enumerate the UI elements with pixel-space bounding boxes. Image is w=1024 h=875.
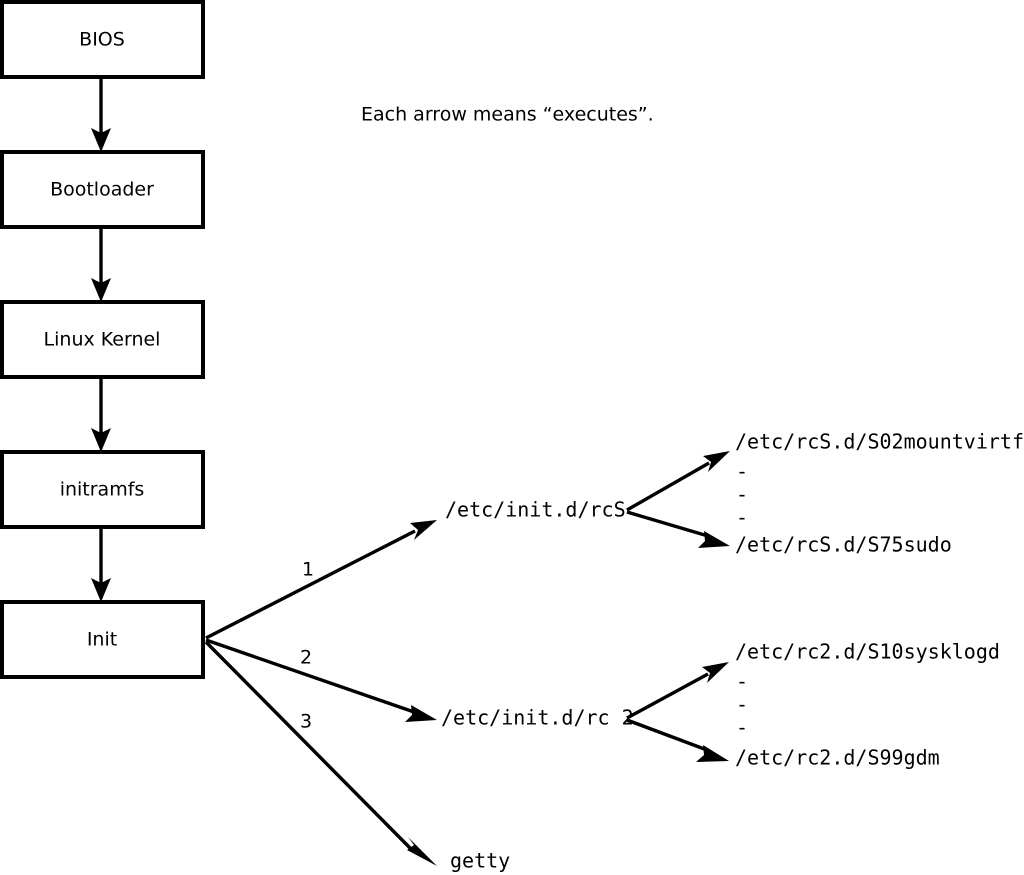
- rcsd-ellipsis-dash-1: -: [736, 460, 748, 484]
- arrow-init-to-rcs: [205, 520, 437, 640]
- arrow-rcs-to-first-child: [626, 451, 730, 512]
- node-bios-box[interactable]: [0, 0, 205, 79]
- rcsd-ellipsis-dash-3: -: [736, 506, 748, 530]
- node-init-box[interactable]: [0, 600, 205, 679]
- rc2d-ellipsis-dash-3: -: [736, 716, 748, 740]
- branch-number-1: 1: [302, 559, 314, 581]
- node-linux-kernel-label: Linux Kernel: [44, 329, 161, 351]
- arrow-kernel-to-initramfs: [91, 377, 111, 452]
- legend-note: Each arrow means “executes”.: [361, 104, 654, 126]
- label-rcsd-first: /etc/rcS.d/S02mountvirtfs: [735, 430, 1024, 454]
- rcsd-ellipsis-dash-2: -: [736, 483, 748, 507]
- label-rc2d-first: /etc/rc2.d/S10sysklogd: [735, 640, 1000, 664]
- label-rc2d-last: /etc/rc2.d/S99gdm: [735, 746, 940, 770]
- arrow-initramfs-to-init: [91, 527, 111, 602]
- node-bios-label: BIOS: [79, 29, 125, 51]
- node-linux-kernel[interactable]: Linux Kernel: [0, 300, 205, 379]
- label-rcsd-last: /etc/rcS.d/S75sudo: [735, 533, 952, 557]
- arrow-init-to-rc2: [205, 638, 437, 722]
- rc2d-ellipsis-dash-2: -: [736, 693, 748, 717]
- node-bootloader[interactable]: Bootloader: [0, 150, 205, 229]
- node-initramfs-box[interactable]: [0, 450, 205, 529]
- node-initramfs-label: initramfs: [60, 479, 145, 501]
- label-etc-initd-rc2: /etc/init.d/rc 2: [441, 706, 634, 730]
- arrow-rc2-to-first-child: [626, 662, 729, 720]
- node-init[interactable]: Init: [0, 600, 205, 679]
- label-getty: getty: [450, 849, 510, 873]
- branch-number-2: 2: [300, 647, 312, 669]
- node-bios[interactable]: BIOS: [0, 0, 205, 79]
- arrow-bios-to-bootloader: [91, 77, 111, 152]
- node-init-label: Init: [87, 629, 117, 651]
- node-bootloader-label: Bootloader: [50, 179, 154, 201]
- arrow-rcs-to-last-child: [626, 510, 730, 548]
- label-etc-initd-rcs: /etc/init.d/rcS: [445, 498, 626, 522]
- node-initramfs[interactable]: initramfs: [0, 450, 205, 529]
- branch-number-3: 3: [300, 711, 312, 733]
- rc2d-ellipsis-dash-1: -: [736, 670, 748, 694]
- arrow-bootloader-to-kernel: [91, 227, 111, 302]
- arrow-rc2-to-last-child: [626, 718, 729, 762]
- arrow-init-to-getty: [204, 640, 437, 866]
